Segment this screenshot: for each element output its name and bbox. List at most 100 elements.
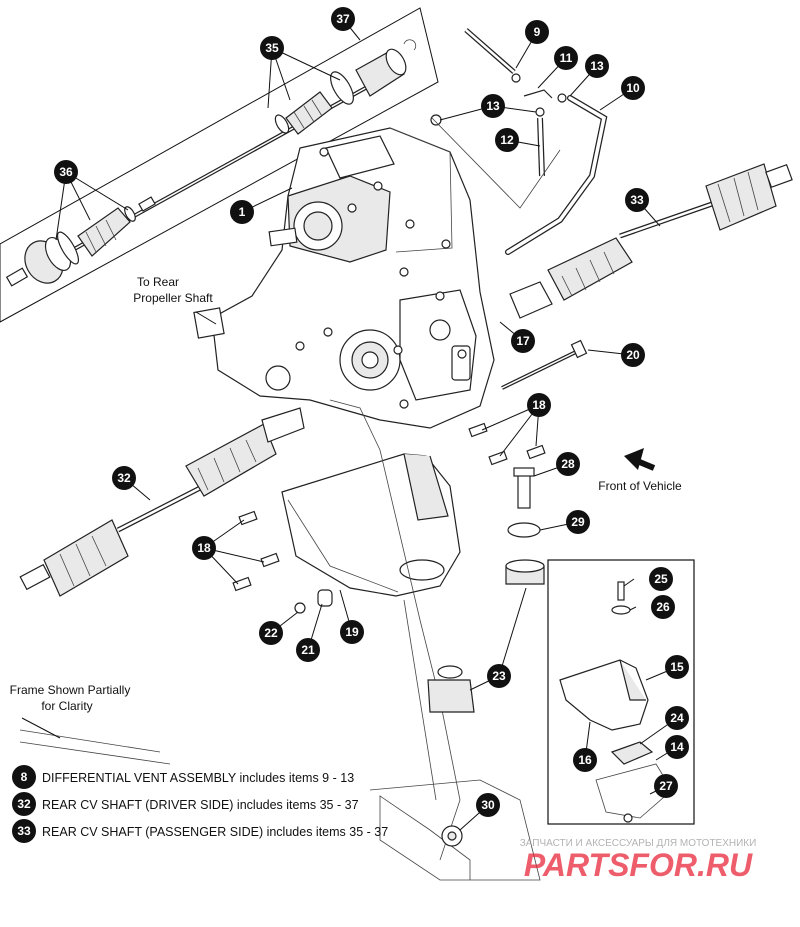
svg-text:33: 33	[17, 824, 31, 838]
frame-partial	[19, 399, 541, 881]
callout-36: 36	[54, 160, 78, 184]
callout-16: 16	[573, 748, 597, 772]
callout-27: 27	[654, 774, 678, 798]
note-row-8: 8 DIFFERENTIAL VENT ASSEMBLY includes it…	[12, 765, 354, 789]
svg-text:8: 8	[21, 770, 28, 784]
svg-text:21: 21	[301, 643, 315, 657]
clamp-small	[124, 206, 136, 222]
svg-text:13: 13	[486, 99, 500, 113]
callout-18-right: 18	[527, 393, 551, 417]
cv-shaft-exploded-panel	[0, 7, 439, 323]
svg-text:23: 23	[492, 669, 506, 683]
svg-text:27: 27	[659, 779, 673, 793]
svg-text:1: 1	[239, 205, 246, 219]
svg-text:11: 11	[560, 51, 573, 65]
callout-14: 14	[665, 735, 689, 759]
note-badge: 32	[12, 792, 36, 816]
watermark-logo: PARTSFOR.RU	[524, 847, 753, 883]
callout-32: 32	[112, 466, 136, 490]
note-text: REAR CV SHAFT (DRIVER SIDE) includes ite…	[42, 798, 359, 812]
callout-13-top: 13	[585, 54, 609, 78]
to-rear-label-2: Propeller Shaft	[133, 291, 213, 305]
svg-text:29: 29	[571, 515, 585, 529]
svg-text:32: 32	[117, 471, 131, 485]
svg-text:26: 26	[656, 600, 670, 614]
svg-text:18: 18	[532, 398, 546, 412]
callout-21: 21	[296, 638, 320, 662]
mount-bracket	[281, 453, 461, 614]
callout-12: 12	[495, 128, 519, 152]
callout-18-left: 18	[192, 536, 216, 560]
front-of-vehicle-arrow	[624, 448, 656, 471]
mount-bolts	[232, 422, 546, 592]
cv-boot-left	[77, 207, 131, 257]
note-badge: 33	[12, 819, 36, 843]
svg-text:37: 37	[336, 12, 350, 26]
svg-text:12: 12	[500, 133, 514, 147]
svg-text:13: 13	[590, 59, 604, 73]
svg-text:30: 30	[481, 798, 495, 812]
svg-text:14: 14	[670, 740, 684, 754]
to-rear-label-1: To Rear	[137, 275, 179, 289]
svg-text:32: 32	[17, 797, 31, 811]
callout-9: 9	[525, 20, 549, 44]
callout-15: 15	[665, 655, 689, 679]
svg-text:10: 10	[626, 81, 640, 95]
note-badge: 8	[12, 765, 36, 789]
svg-text:17: 17	[516, 334, 530, 348]
watermark-tagline: ЗАПЧАСТИ И АКСЕССУАРЫ ДЛЯ МОТОТЕХНИКИ	[520, 838, 757, 849]
frame-label-2: for Clarity	[41, 699, 92, 713]
svg-text:35: 35	[265, 41, 279, 55]
callout-37: 37	[331, 7, 355, 31]
frame-label-1: Frame Shown Partially	[10, 683, 131, 697]
note-row-33: 33 REAR CV SHAFT (PASSENGER SIDE) includ…	[12, 819, 388, 843]
washer-29	[507, 522, 541, 538]
note-row-32: 32 REAR CV SHAFT (DRIVER SIDE) includes …	[12, 792, 359, 816]
svg-text:24: 24	[670, 711, 684, 725]
svg-text:15: 15	[670, 660, 684, 674]
note-text: DIFFERENTIAL VENT ASSEMBLY includes item…	[42, 771, 354, 785]
callout-13-left: 13	[481, 94, 505, 118]
svg-text:28: 28	[561, 457, 575, 471]
svg-text:33: 33	[630, 193, 644, 207]
isolator-lower	[427, 679, 475, 713]
svg-text:19: 19	[345, 625, 359, 639]
callout-30: 30	[476, 793, 500, 817]
callout-1: 1	[230, 200, 254, 224]
callout-22: 22	[259, 621, 283, 645]
watermark: ЗАПЧАСТИ И АКСЕССУАРЫ ДЛЯ МОТОТЕХНИКИ PA…	[520, 838, 757, 883]
callout-33: 33	[625, 188, 649, 212]
differential-assembly	[193, 114, 495, 429]
callout-11: 11	[554, 46, 578, 70]
svg-text:20: 20	[626, 348, 640, 362]
callout-28: 28	[556, 452, 580, 476]
callout-24: 24	[665, 706, 689, 730]
svg-text:9: 9	[534, 25, 541, 39]
callout-26: 26	[651, 595, 675, 619]
bushing	[317, 589, 333, 607]
clamp-ring	[57, 231, 79, 265]
rear-cv-shaft-driver	[19, 407, 305, 597]
callout-19: 19	[340, 620, 364, 644]
callout-17: 17	[511, 329, 535, 353]
housing-bolts	[295, 147, 467, 409]
front-of-vehicle-label: Front of Vehicle	[598, 479, 682, 493]
svg-text:22: 22	[264, 626, 278, 640]
callout-10: 10	[621, 76, 645, 100]
long-bolt	[501, 339, 588, 390]
svg-text:25: 25	[654, 572, 668, 586]
note-text: REAR CV SHAFT (PASSENGER SIDE) includes …	[42, 825, 388, 839]
vent-assembly	[431, 28, 608, 255]
callout-29: 29	[566, 510, 590, 534]
svg-text:16: 16	[578, 753, 592, 767]
callout-35: 35	[260, 36, 284, 60]
cv-joint-inner-right	[355, 48, 407, 97]
callout-20: 20	[621, 343, 645, 367]
snap-ring	[403, 39, 417, 51]
isolators	[427, 467, 545, 847]
bolt-28	[517, 473, 531, 509]
callout-25: 25	[649, 567, 673, 591]
svg-text:18: 18	[197, 541, 211, 555]
clamp-ring	[330, 71, 354, 105]
